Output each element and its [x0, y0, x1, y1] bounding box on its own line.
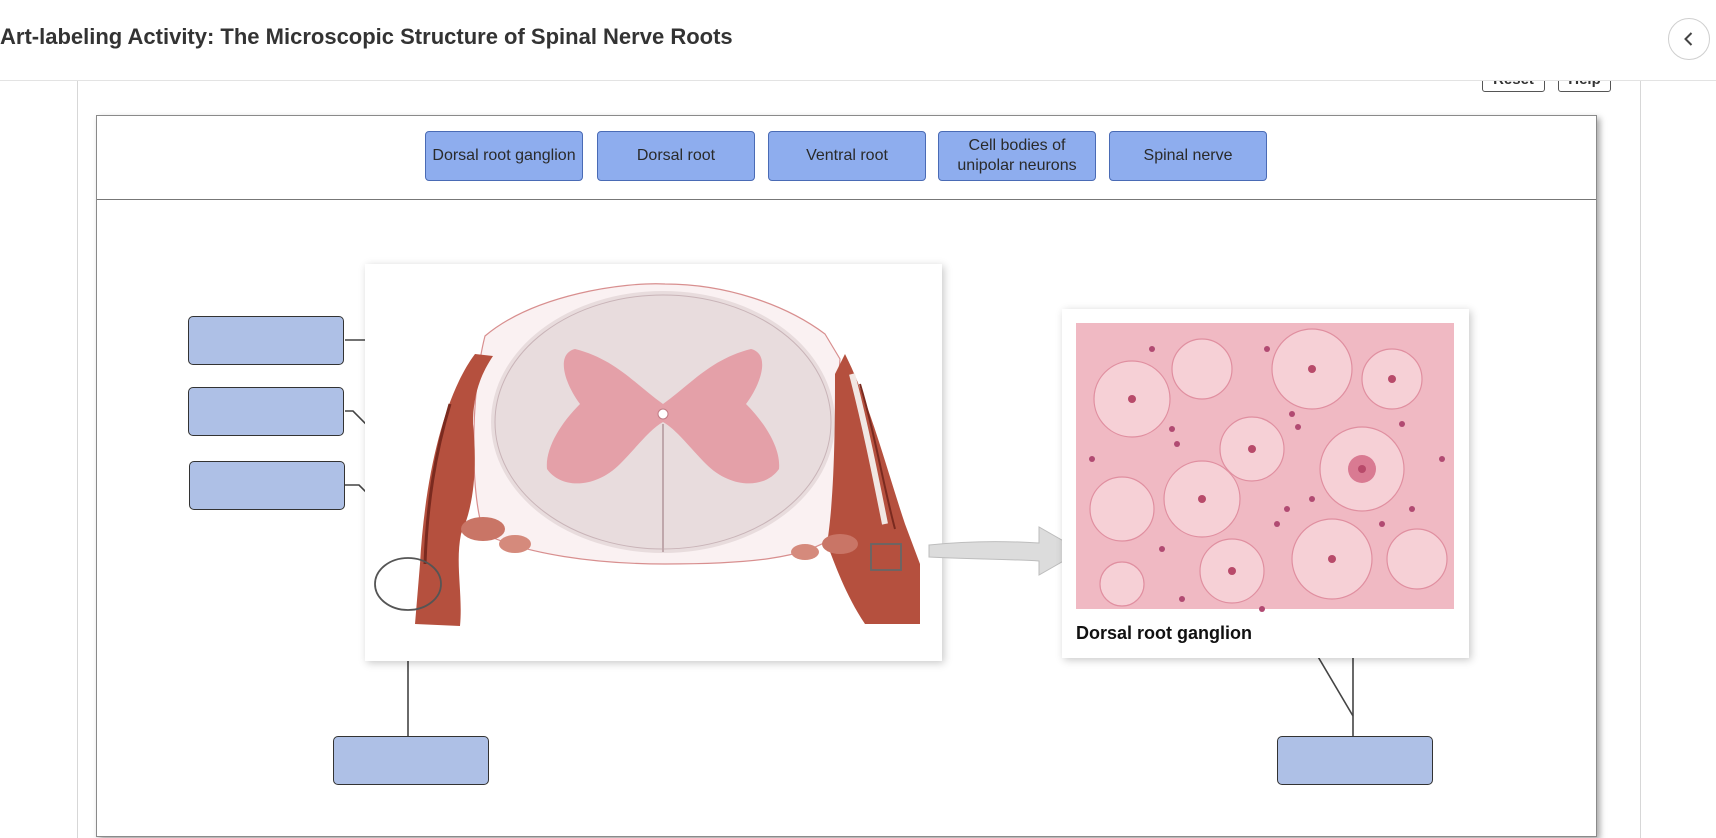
content-left-border: [77, 80, 78, 838]
spinal-cord-section-image: [365, 264, 942, 661]
chevron-left-icon: [1680, 30, 1698, 48]
back-button[interactable]: [1668, 18, 1710, 60]
drop-target-3[interactable]: [189, 461, 345, 510]
page-title: Art-labeling Activity: The Microscopic S…: [0, 24, 733, 49]
header-bar: Art-labeling Activity: The Microscopic S…: [0, 0, 1716, 81]
drop-target-2[interactable]: [188, 387, 344, 436]
drop-target-1[interactable]: [188, 316, 344, 365]
label-chip-ventral-root[interactable]: Ventral root: [768, 131, 926, 181]
labeling-activity: Dorsal root ganglion Dorsal root Ventral…: [96, 115, 1597, 837]
drop-target-5[interactable]: [1277, 736, 1433, 785]
zoom-arrow: [928, 526, 1083, 576]
label-chip-dorsal-root-ganglion[interactable]: Dorsal root ganglion: [425, 131, 583, 181]
label-chip-spinal-nerve[interactable]: Spinal nerve: [1109, 131, 1267, 181]
label-chip-dorsal-root[interactable]: Dorsal root: [597, 131, 755, 181]
label-bank: Dorsal root ganglion Dorsal root Ventral…: [97, 116, 1596, 200]
content-right-border: [1640, 80, 1641, 838]
drop-target-4[interactable]: [333, 736, 489, 785]
dorsal-root-ganglion-image: Dorsal root ganglion: [1062, 309, 1469, 658]
figure-caption: Dorsal root ganglion: [1076, 623, 1253, 643]
label-chip-cell-bodies-unipolar-neurons[interactable]: Cell bodies of unipolar neurons: [938, 131, 1096, 181]
